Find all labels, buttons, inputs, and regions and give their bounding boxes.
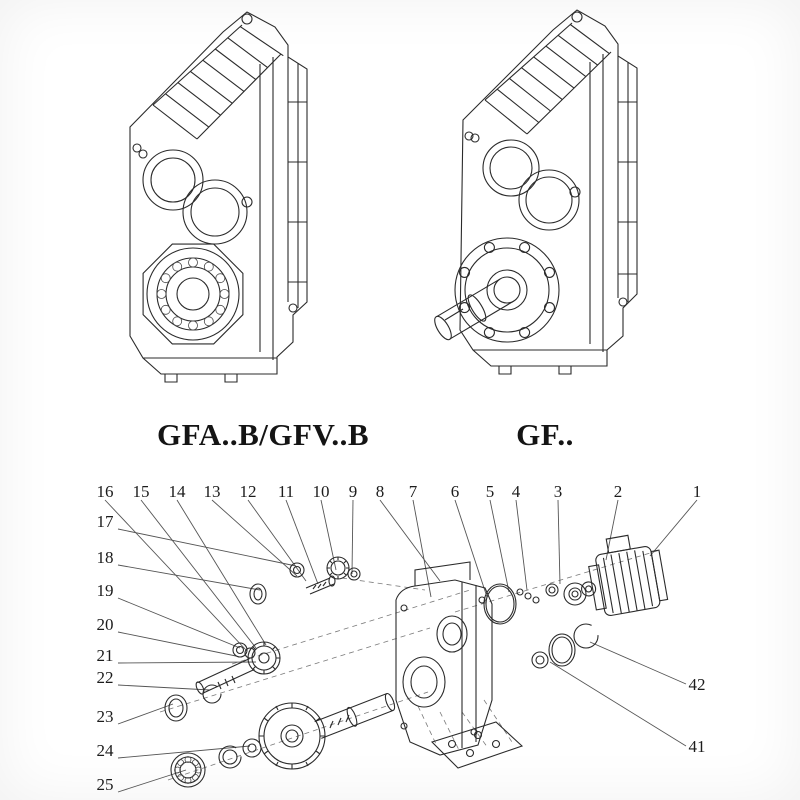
mounting-foot — [143, 357, 277, 383]
output-shaft — [434, 278, 514, 341]
callout-19: 19 — [96, 581, 114, 600]
callout-1: 1 — [692, 482, 702, 501]
base-plate — [430, 721, 524, 769]
callout-4: 4 — [511, 482, 521, 501]
cooling-fins — [152, 26, 284, 140]
callout-17: 17 — [96, 512, 114, 531]
callout-7: 7 — [408, 482, 418, 501]
lifting-eye — [241, 13, 253, 25]
callout-2: 2 — [613, 482, 623, 501]
callout-22: 22 — [96, 668, 114, 687]
gear-housing — [395, 561, 493, 756]
callout-5: 5 — [485, 482, 495, 501]
callout-8: 8 — [375, 482, 385, 501]
callout-6: 6 — [450, 482, 460, 501]
side-ribs — [259, 57, 307, 360]
intermediate-gear-parts — [164, 641, 281, 722]
callout-12: 12 — [239, 482, 257, 501]
callout-14: 14 — [168, 482, 186, 501]
gearbox-drawing-gfab — [129, 11, 308, 383]
housing-outline — [459, 9, 638, 367]
callout-13: 13 — [203, 482, 221, 501]
bore-circles — [138, 149, 253, 245]
callout-16: 16 — [96, 482, 114, 501]
lifting-eye — [571, 11, 583, 23]
motor — [581, 534, 669, 617]
callout-21: 21 — [96, 646, 114, 665]
mounting-foot — [473, 349, 607, 375]
callout-25: 25 — [96, 775, 114, 794]
callout-24: 24 — [96, 741, 114, 760]
callout-20: 20 — [96, 615, 114, 634]
caption-gf: GF.. — [516, 417, 574, 452]
callout-41: 41 — [688, 737, 706, 756]
output-flange — [454, 237, 560, 343]
leader-lines — [104, 499, 698, 793]
bearing-boss — [142, 243, 244, 345]
caption-gfab: GFA..B/GFV..B — [156, 417, 370, 452]
input-shaft-parts — [249, 556, 361, 605]
cooling-fins — [484, 24, 610, 135]
callout-42: 42 — [688, 675, 706, 694]
gearbox-drawing-gf — [434, 9, 638, 375]
exploded-view-diagram — [104, 499, 698, 793]
callout-10: 10 — [312, 482, 330, 501]
callout-3: 3 — [553, 482, 563, 501]
side-ribs — [589, 54, 637, 352]
bore-circles — [470, 133, 581, 231]
callout-15: 15 — [132, 482, 150, 501]
callout-18: 18 — [96, 548, 114, 567]
callout-23: 23 — [96, 707, 114, 726]
output-gear-parts — [170, 692, 396, 788]
callout-11: 11 — [277, 482, 295, 501]
housing-outline — [129, 11, 308, 375]
bearing-rollers — [156, 257, 230, 331]
callout-9: 9 — [348, 482, 358, 501]
motor-side-parts — [483, 582, 599, 669]
